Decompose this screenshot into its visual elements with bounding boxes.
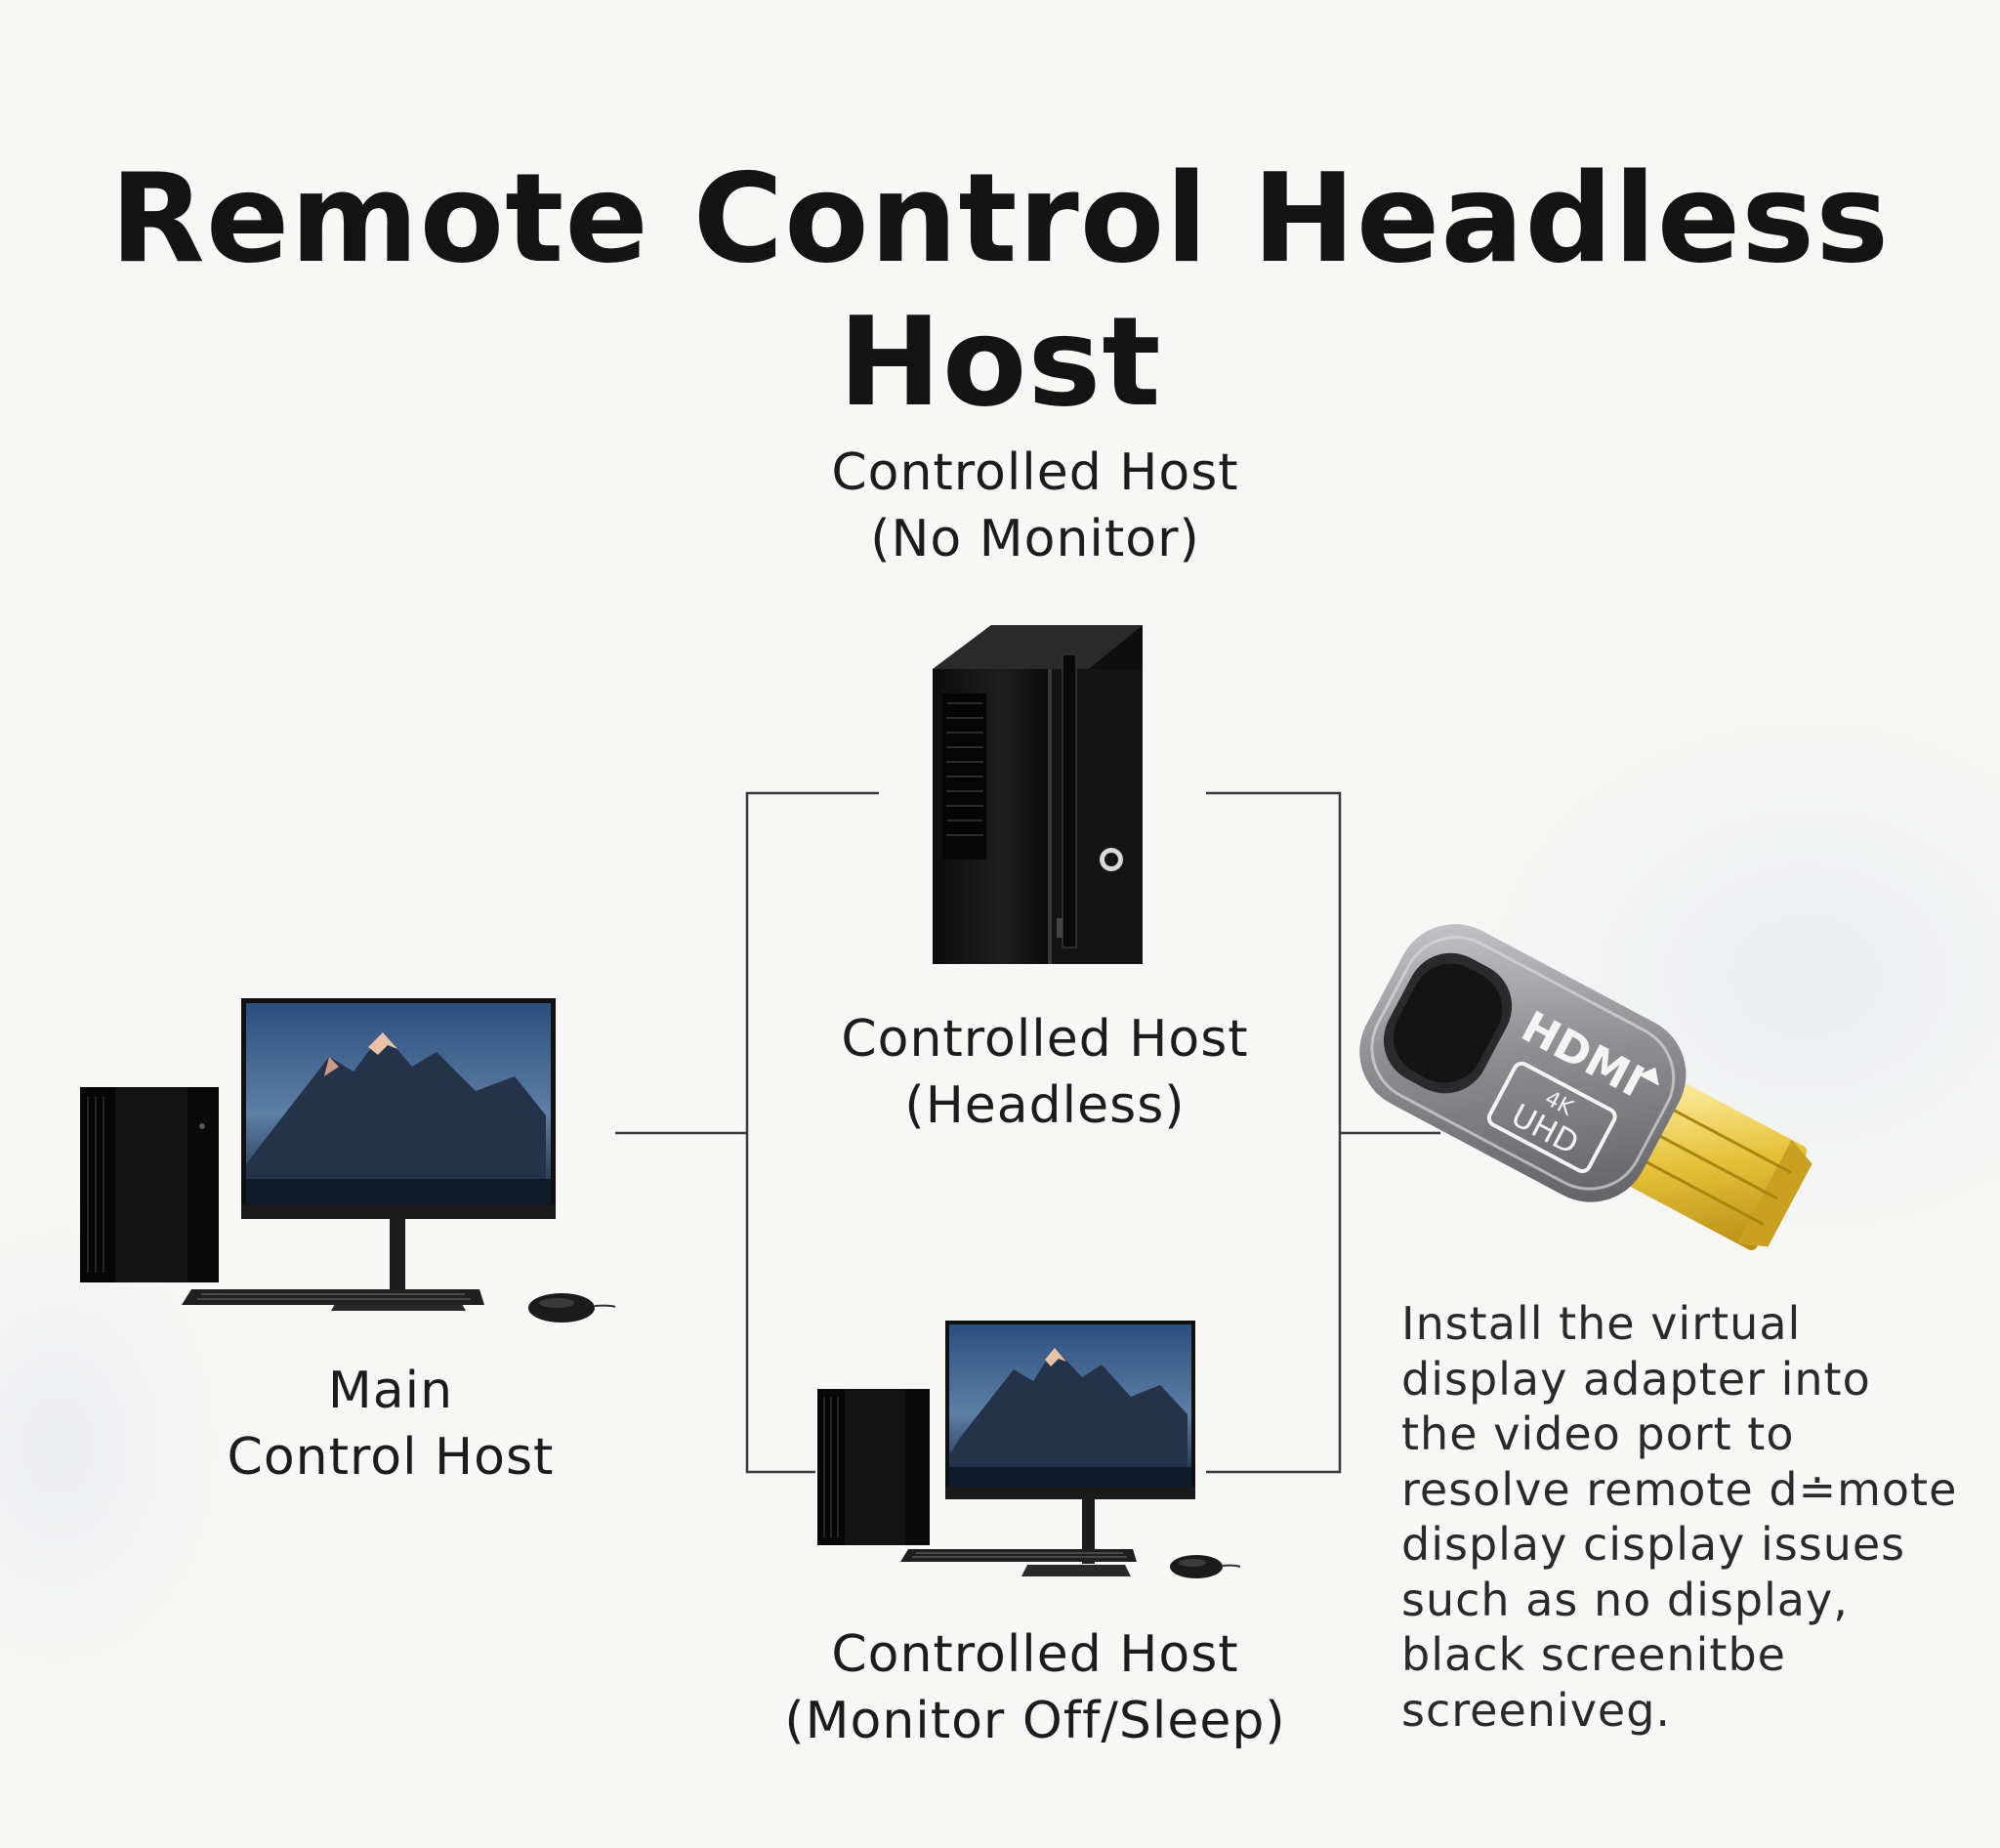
node-label-line: Controlled Host	[841, 1010, 1249, 1069]
description-line: Install the virtual	[1401, 1297, 1802, 1350]
node-label-line: (Monitor Off/Sleep)	[784, 1692, 1286, 1750]
node-label-line: Main	[327, 1362, 454, 1420]
description-line: resolve remote d≐mote	[1401, 1462, 1958, 1516]
node-label-line: (Headless)	[904, 1076, 1186, 1135]
node-label-main-control: Main Control Host	[156, 1358, 625, 1491]
connector-lines	[615, 791, 1440, 1474]
node-label-monitor-off: Controlled Host (Monitor Off/Sleep)	[723, 1621, 1348, 1754]
description-line: such as no display,	[1401, 1573, 1849, 1626]
desktop-tower-icon	[80, 1087, 219, 1282]
monitor-icon	[945, 1321, 1195, 1576]
node-label-no-monitor: Controlled Host (No Monitor)	[684, 440, 1387, 572]
hdmi-adapter-icon: HDMI 4K UHD	[1359, 924, 1812, 1251]
bracket-left	[745, 791, 879, 1474]
mouse-icon	[528, 1293, 616, 1323]
description-line: display adapter into	[1401, 1352, 1871, 1406]
node-label-headless: Controlled Host (Headless)	[684, 1006, 1406, 1139]
desktop-tower-icon	[817, 1389, 930, 1545]
node-label-line: Controlled Host	[831, 1625, 1239, 1684]
mouse-icon	[1170, 1555, 1241, 1578]
node-label-line: Controlled Host	[831, 443, 1239, 502]
description-line: the video port to	[1401, 1407, 1795, 1460]
desktop-tower-icon	[933, 625, 1143, 964]
page-title: Remote Control Headless Host	[109, 147, 1891, 434]
node-label-line: Control Host	[227, 1428, 555, 1487]
keyboard-icon	[900, 1549, 1137, 1562]
description-line: screeniveg.	[1401, 1683, 1672, 1737]
adapter-description: Install the virtual display adapter into…	[1401, 1296, 1987, 1738]
main-control-host-group	[80, 998, 616, 1323]
node-label-line: (No Monitor)	[870, 510, 1200, 568]
keyboard-icon	[182, 1289, 484, 1305]
sleep-host-group	[817, 1321, 1241, 1578]
description-line: display cisplay issues	[1401, 1518, 1906, 1571]
description-line: black screenitbe	[1401, 1628, 1786, 1681]
monitor-icon	[241, 998, 556, 1311]
